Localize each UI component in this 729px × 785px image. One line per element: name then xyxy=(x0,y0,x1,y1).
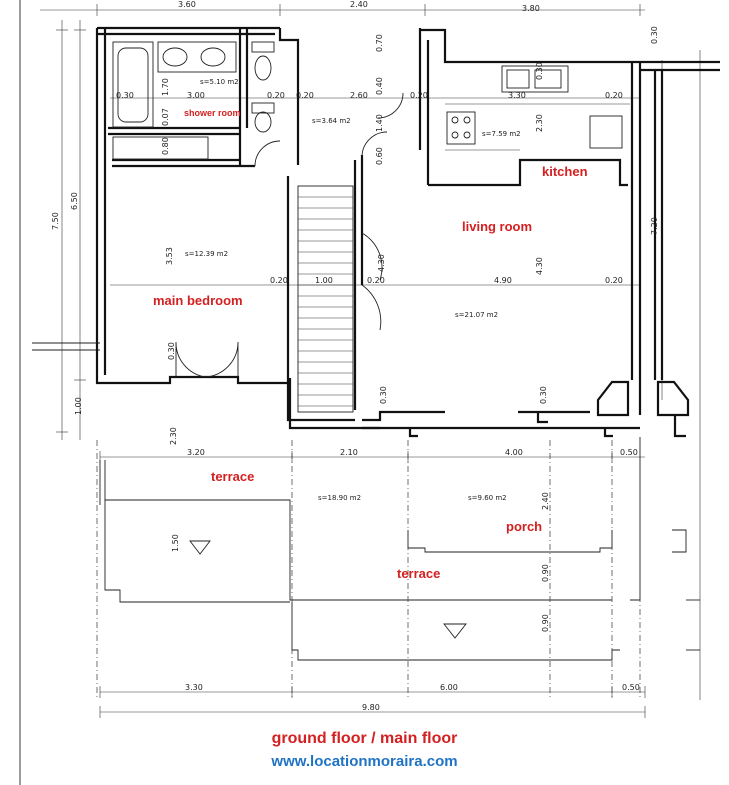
dim-stair-width: 1.00 xyxy=(315,276,333,285)
staircase xyxy=(297,185,354,413)
dim-bath-height: 1.70 xyxy=(161,78,170,96)
dim-top-3: 3.80 xyxy=(522,4,540,13)
terrace-outlines xyxy=(99,437,700,661)
dim-living-depth: 4.30 xyxy=(535,257,544,275)
dim-step-depth: 1.50 xyxy=(171,534,180,552)
dim-bottom-total: 9.80 xyxy=(362,703,380,712)
fixtures xyxy=(112,41,630,160)
area-bathroom: s=5.10 m2 xyxy=(200,78,239,86)
doors xyxy=(175,92,404,378)
dim-living-wall: 0.20 xyxy=(605,276,623,285)
dim-sink-depth: 0.40 xyxy=(375,77,384,95)
dim-wc-depth: 0.70 xyxy=(375,34,384,52)
room-label-living-room: living room xyxy=(462,219,532,234)
dim-hall-wall: 0.20 xyxy=(296,91,314,100)
dimension-labels: 3.60 2.40 3.80 7.50 6.50 7.20 0.30 1.70 … xyxy=(51,0,659,712)
dim-bedroom-door: 0.30 xyxy=(167,342,176,360)
dim-stair-wall-2: 0.20 xyxy=(367,276,385,285)
dim-lower-2: 0.90 xyxy=(541,614,550,632)
walls xyxy=(95,26,720,438)
dimension-lines xyxy=(19,0,701,785)
dim-stair-wall-1: 0.20 xyxy=(270,276,288,285)
room-label-porch: porch xyxy=(506,519,542,534)
dim-terrace-4: 0.50 xyxy=(620,448,638,457)
dim-closet-1: 0.07 xyxy=(161,108,170,126)
dim-left-inner: 6.50 xyxy=(70,192,79,210)
area-labels: s=5.10 m2 s=3.64 m2 s=7.59 m2 s=12.39 m2… xyxy=(185,78,521,502)
dim-bath-wall-2: 0.20 xyxy=(267,91,285,100)
area-terrace: s=18.90 m2 xyxy=(318,494,361,502)
dim-bottom-2: 6.00 xyxy=(440,683,458,692)
dim-bottom-3: 0.50 xyxy=(622,683,640,692)
dim-stair-depth: 4.30 xyxy=(377,254,386,272)
dim-left-outer: 7.50 xyxy=(51,212,60,230)
dim-living-width: 4.90 xyxy=(494,276,512,285)
dim-kitchen-wall-2: 0.20 xyxy=(605,91,623,100)
room-label-shower-room: shower room xyxy=(184,108,241,118)
plan-title: ground floor / main floor xyxy=(271,730,458,747)
dim-bath-width: 3.00 xyxy=(187,91,205,100)
dim-hall-step: 0.60 xyxy=(375,147,384,165)
dim-kitchen-wall-1: 0.20 xyxy=(410,91,428,100)
dim-closet-2: 0.80 xyxy=(161,137,170,155)
dim-hall-door: 1.40 xyxy=(375,114,384,132)
dim-top-right: 0.30 xyxy=(650,26,659,44)
dim-bath-wall-1: 0.30 xyxy=(116,91,134,100)
room-label-terrace-upper: terrace xyxy=(211,469,254,484)
dim-terrace-3: 4.00 xyxy=(505,448,523,457)
area-kitchen: s=7.59 m2 xyxy=(482,130,521,138)
room-label-kitchen: kitchen xyxy=(542,164,588,179)
dim-kitchen-top: 0.30 xyxy=(535,62,544,80)
dim-hall-width: 2.60 xyxy=(350,91,368,100)
dim-porch-depth: 2.40 xyxy=(541,492,550,510)
dim-terrace-2: 2.10 xyxy=(340,448,358,457)
dim-lower-1: 0.90 xyxy=(541,564,550,582)
dim-living-door-left: 0.30 xyxy=(379,386,388,404)
axis-lines xyxy=(96,440,641,700)
website-link[interactable]: www.locationmoraira.com xyxy=(271,753,458,770)
dim-living-door-right: 0.30 xyxy=(539,386,548,404)
area-porch: s=9.60 m2 xyxy=(468,494,507,502)
dim-bedroom-depth: 3.53 xyxy=(165,247,174,265)
dim-front-gap: 1.00 xyxy=(74,397,83,415)
dim-top-2: 2.40 xyxy=(350,0,368,9)
room-labels: shower room kitchen living room main bed… xyxy=(153,108,588,581)
down-arrow-icon xyxy=(189,540,211,555)
area-living: s=21.07 m2 xyxy=(455,311,498,319)
dim-top-1: 3.60 xyxy=(178,0,196,9)
dim-kitchen-depth: 2.30 xyxy=(535,114,544,132)
down-arrow-icon xyxy=(443,623,467,639)
room-label-terrace-lower: terrace xyxy=(397,566,440,581)
dim-bottom-1: 3.30 xyxy=(185,683,203,692)
dim-kitchen-width: 3.30 xyxy=(508,91,526,100)
area-bedroom: s=12.39 m2 xyxy=(185,250,228,258)
dim-right-height: 7.20 xyxy=(650,217,659,235)
dim-terrace-depth: 2.30 xyxy=(169,427,178,445)
room-label-main-bedroom: main bedroom xyxy=(153,293,243,308)
area-hall: s=3.64 m2 xyxy=(312,117,351,125)
dim-terrace-1: 3.20 xyxy=(187,448,205,457)
